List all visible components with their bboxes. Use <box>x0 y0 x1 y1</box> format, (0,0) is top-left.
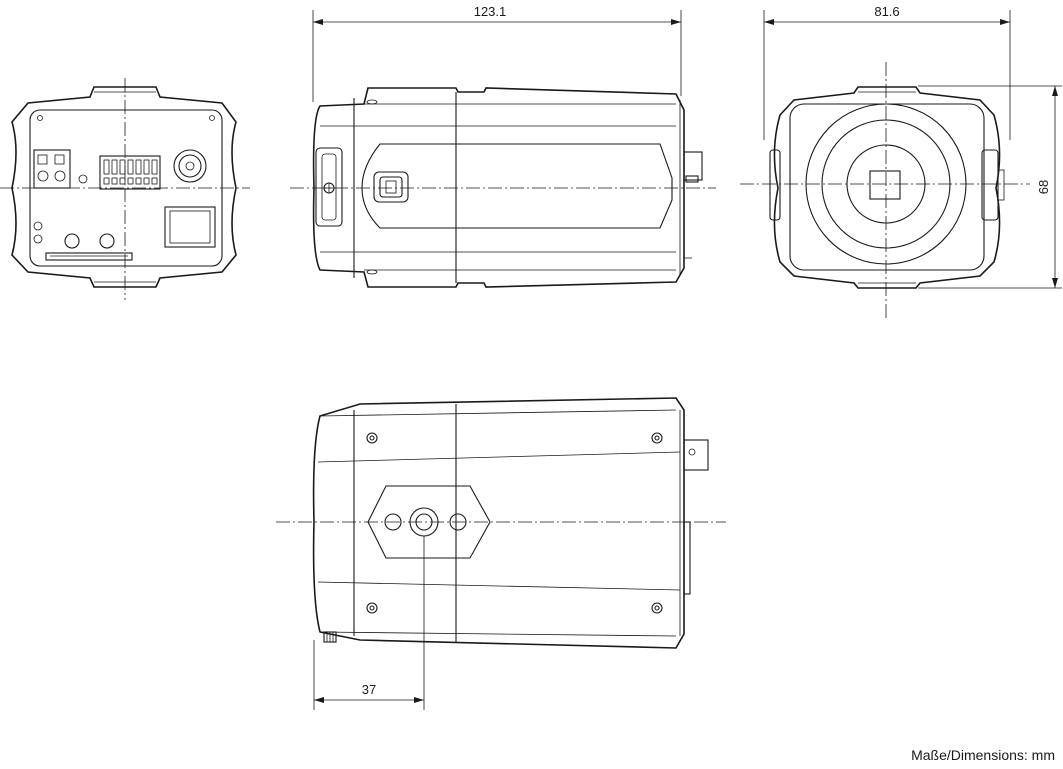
dip-switch-base <box>151 177 158 185</box>
dip-switch <box>103 159 110 175</box>
dip-switch-base <box>127 177 134 185</box>
height-dimension-label: 68 <box>1036 180 1051 194</box>
dip-switch-base <box>111 177 118 185</box>
screw-hole <box>651 432 663 444</box>
mount-offset-dimension-label: 37 <box>362 682 376 697</box>
dip-switch <box>135 159 142 175</box>
screw-hole <box>366 432 378 444</box>
dip-switch-base <box>135 177 142 185</box>
dip-switch <box>151 159 158 175</box>
side-view: 123.1 <box>290 4 716 288</box>
dip-switch-base <box>103 177 110 185</box>
units-note: Maße/Dimensions: mm <box>911 747 1055 763</box>
dip-switch-base <box>143 177 150 185</box>
screw-hole <box>366 602 378 614</box>
dip-switch <box>143 159 150 175</box>
screw-hole <box>651 602 663 614</box>
length-dimension-label: 123.1 <box>474 4 507 19</box>
rear-view <box>0 78 250 300</box>
screw-hole <box>654 605 660 611</box>
screw-hole <box>654 435 660 441</box>
screw-hole <box>369 605 375 611</box>
front-view: 81.6 68 <box>740 4 1062 318</box>
dip-switch <box>111 159 118 175</box>
bottom-view: 37 <box>276 397 726 710</box>
width-dimension-label: 81.6 <box>874 4 899 19</box>
dip-switch-base <box>119 177 126 185</box>
dip-switch <box>127 159 134 175</box>
screw-hole <box>369 435 375 441</box>
